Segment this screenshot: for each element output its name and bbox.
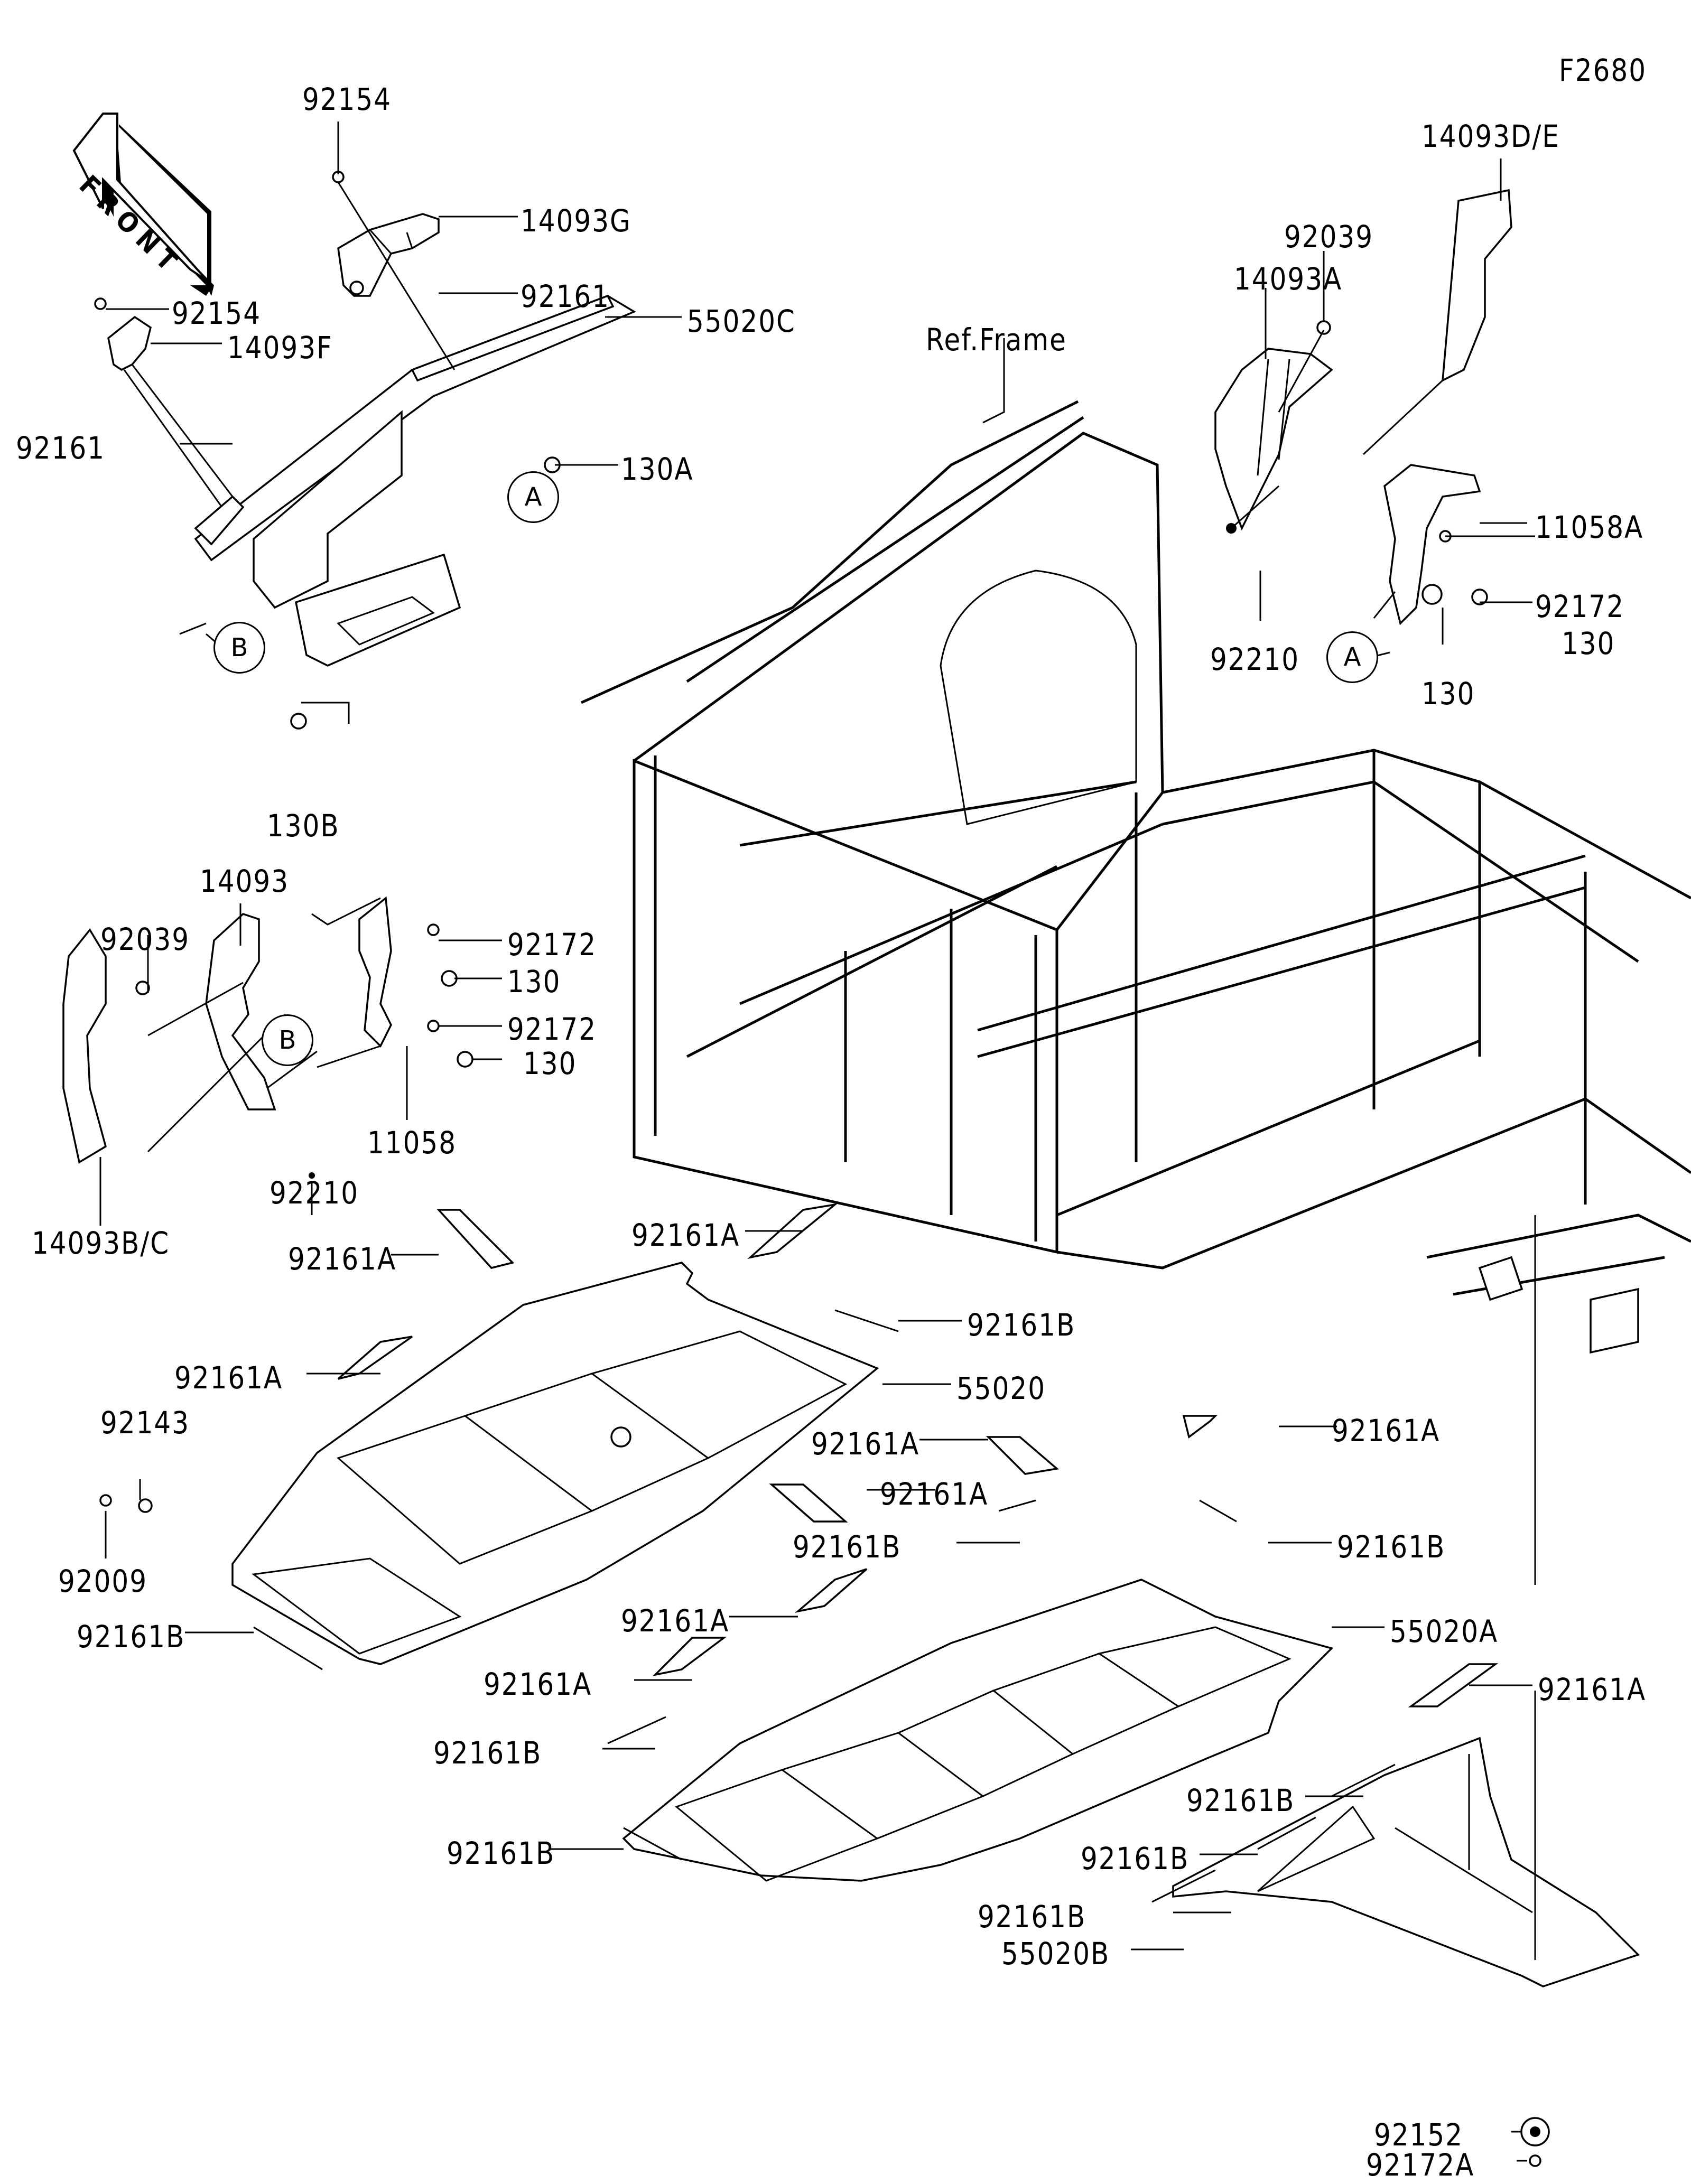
part-label[interactable]: 55020 [956, 1371, 1046, 1406]
part-label[interactable]: 14093B/C [32, 1226, 170, 1261]
part-label[interactable]: 14093D/E [1421, 119, 1560, 154]
part-label[interactable]: 92161 [521, 279, 610, 314]
part-label[interactable]: 92009 [58, 1564, 148, 1599]
part-label[interactable]: 92161A [621, 1603, 730, 1639]
callout-marker-b: B [262, 1014, 313, 1066]
part-label[interactable]: 14093A [1234, 262, 1343, 297]
right-guard-assembly [1214, 189, 1512, 626]
part-label[interactable]: 92161B [978, 1899, 1086, 1935]
part-label[interactable]: 14093G [521, 203, 631, 239]
part-label[interactable]: 55020A [1390, 1614, 1499, 1649]
part-label[interactable]: 92210 [1210, 642, 1300, 677]
part-label[interactable]: 92039 [100, 922, 190, 957]
part-label[interactable]: 130A [621, 452, 694, 487]
part-label[interactable]: 55020C [687, 304, 796, 339]
part-label[interactable]: 130 [1562, 626, 1615, 661]
part-label[interactable]: 92161B [1337, 1529, 1446, 1565]
callout-marker-a: A [507, 471, 559, 523]
left-guard-assembly [62, 896, 392, 1164]
ref-frame-label: Ref.Frame [926, 322, 1067, 358]
part-label[interactable]: 92172A [1366, 2148, 1475, 2183]
part-label[interactable]: 92172 [507, 927, 597, 963]
part-label[interactable]: 14093F [227, 330, 333, 366]
part-label[interactable]: 92161B [1186, 1783, 1295, 1818]
front-arrow-icon [72, 108, 214, 296]
part-label[interactable]: 92161B [447, 1836, 555, 1871]
foam-strips [253, 1203, 1499, 1903]
part-label[interactable]: 92161A [1538, 1672, 1647, 1707]
part-label[interactable]: 92154 [172, 296, 262, 331]
part-label[interactable]: 92161A [174, 1360, 283, 1396]
callout-marker-a: A [1326, 631, 1378, 683]
part-label[interactable]: 92161B [793, 1529, 902, 1565]
part-label[interactable]: 92143 [100, 1405, 190, 1441]
part-label[interactable]: 92210 [270, 1175, 359, 1211]
part-label[interactable]: 130 [1421, 676, 1475, 712]
skid-plate-55020B [1172, 1737, 1640, 1987]
part-label[interactable]: 92039 [1284, 219, 1374, 255]
part-label[interactable]: 92161A [631, 1218, 740, 1253]
part-label[interactable]: 92161B [1081, 1841, 1190, 1877]
part-label[interactable]: 130 [507, 964, 561, 1000]
part-label[interactable]: 92161 [16, 431, 106, 466]
callout-marker-b: B [213, 622, 265, 674]
part-label[interactable]: 55020B [1001, 1936, 1110, 1972]
part-label[interactable]: 92161A [484, 1667, 592, 1702]
part-label[interactable]: 92161A [1332, 1413, 1441, 1449]
part-label[interactable]: 92154 [302, 82, 392, 117]
part-label[interactable]: 130B [267, 808, 340, 844]
part-label[interactable]: 11058 [367, 1125, 457, 1161]
part-label[interactable]: 92152 [1374, 2117, 1464, 2153]
part-label[interactable]: 130 [523, 1046, 577, 1081]
part-label[interactable]: 92161A [811, 1426, 920, 1462]
part-label[interactable]: 92161A [880, 1477, 989, 1512]
leader-lines [99, 122, 1536, 2162]
ref-frame [580, 400, 1691, 1354]
part-label[interactable]: 92172 [507, 1012, 597, 1047]
part-label[interactable]: 92161A [288, 1242, 397, 1277]
part-label[interactable]: 92161B [77, 1619, 185, 1655]
skid-plate-55020 [231, 1262, 879, 1665]
part-label[interactable]: 92161B [433, 1735, 542, 1771]
front-guard-assembly [107, 213, 636, 667]
part-label[interactable]: 92161B [967, 1308, 1076, 1343]
part-label[interactable]: 92172 [1535, 589, 1625, 624]
skid-plate-55020A [622, 1579, 1334, 1882]
part-label[interactable]: 11058A [1535, 510, 1644, 545]
part-label[interactable]: 14093 [200, 864, 290, 899]
figure-id: F2680 [1559, 53, 1647, 88]
